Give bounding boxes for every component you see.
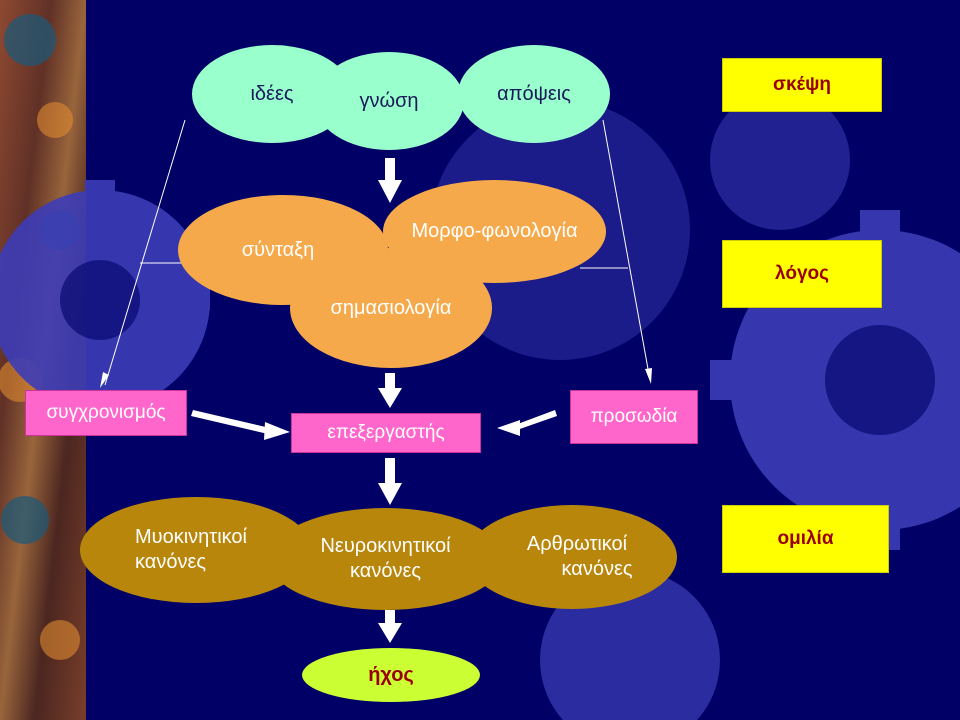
node-simasio: σημασιολογία bbox=[290, 248, 492, 368]
box-sygxronismos: συγχρονισμός bbox=[25, 390, 187, 436]
node-morfo-label: Μορφο-φωνολογία bbox=[411, 220, 578, 242]
node-apopseis-label: απόψεις bbox=[497, 82, 571, 105]
node-idees-label: ιδέες bbox=[250, 82, 294, 105]
node-gnosi-label: γνώση bbox=[359, 89, 419, 112]
node-myo-line2: κανόνες bbox=[135, 551, 207, 573]
node-syntaxi-label: σύνταξη bbox=[241, 238, 315, 261]
level-logos-label: λόγος bbox=[775, 263, 829, 284]
level-omilia-label: ομιλία bbox=[777, 528, 834, 549]
node-simasio-label: σημασιολογία bbox=[330, 296, 452, 319]
box-epexergastis-label: επεξεργαστής bbox=[327, 422, 445, 443]
node-neuro-line1: Νευροκινητικοί bbox=[320, 535, 451, 557]
node-gnosi: γνώση bbox=[314, 52, 464, 150]
node-arthro-line1: Αρθρωτικοί bbox=[526, 533, 628, 555]
node-ixos: ήχος bbox=[302, 648, 480, 702]
flow-arrows bbox=[378, 158, 402, 643]
box-sygxronismos-label: συγχρονισμός bbox=[46, 402, 166, 423]
node-neuro: Νευροκινητικοί κανόνες bbox=[268, 508, 503, 610]
node-ixos-label: ήχος bbox=[368, 663, 414, 686]
box-epexergastis: επεξεργαστής bbox=[291, 413, 481, 453]
node-arthro-line2: κανόνες bbox=[561, 558, 633, 580]
node-myo-line1: Μυοκινητικοί bbox=[135, 526, 247, 548]
level-skepsi-label: σκέψη bbox=[772, 74, 832, 95]
line-apopseis-prosodia bbox=[602, 119, 651, 381]
level-skepsi: σκέψη bbox=[722, 58, 882, 112]
node-apopseis: απόψεις bbox=[458, 45, 610, 143]
box-prosodia: προσωδία bbox=[570, 390, 698, 444]
box-prosodia-label: προσωδία bbox=[590, 406, 678, 427]
level-logos: λόγος bbox=[722, 240, 882, 308]
level-omilia: ομιλία bbox=[722, 505, 889, 573]
line-idees-sync bbox=[104, 119, 186, 386]
node-neuro-line2: κανόνες bbox=[350, 560, 421, 582]
